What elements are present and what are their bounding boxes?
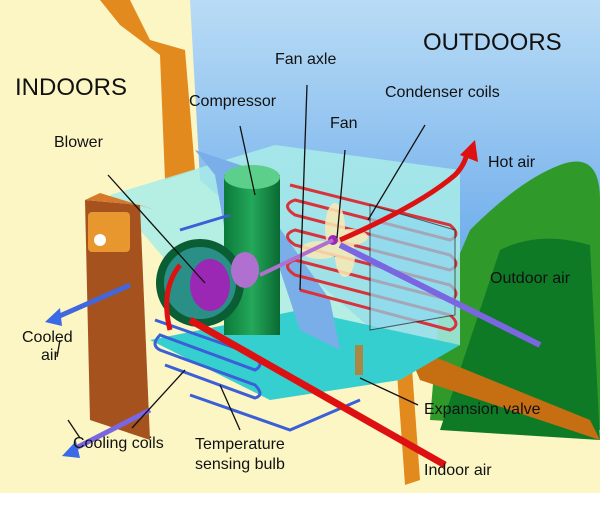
control-knob <box>94 234 106 246</box>
indoor-panel <box>85 200 150 440</box>
condenser-coils <box>286 183 458 332</box>
cooled-air-arrow-top <box>53 282 132 321</box>
condenser-grille <box>369 204 456 331</box>
outdoor-air-arrow <box>338 242 542 348</box>
hot-air-arrow <box>338 149 471 243</box>
label-hot-air: Hot air <box>488 154 536 171</box>
label-cooled-air-1: Cooled <box>22 329 73 346</box>
label-temp-bulb-2: sensing bulb <box>195 456 285 473</box>
control-panel <box>88 212 130 252</box>
wall-ledge <box>405 345 600 440</box>
label-condenser-coils: Condenser coils <box>385 84 500 101</box>
expansion-valve <box>355 345 363 375</box>
leader-lines <box>56 84 426 439</box>
label-expansion-valve: Expansion valve <box>424 401 541 418</box>
label-cooling-coils: Cooling coils <box>73 435 164 452</box>
label-outdoors: OUTDOORS <box>423 29 562 56</box>
wall-top <box>100 0 195 180</box>
label-temp-bulb-1: Temperature <box>195 436 285 453</box>
label-indoor-air: Indoor air <box>424 462 492 479</box>
indoor-air-arrow <box>188 316 447 469</box>
label-fan-axle: Fan axle <box>275 51 336 68</box>
label-compressor: Compressor <box>189 93 277 110</box>
cooled-air-arrow-bottom <box>70 407 152 453</box>
fan-axle <box>259 238 334 277</box>
label-fan: Fan <box>330 115 358 132</box>
label-indoors: INDOORS <box>15 74 127 101</box>
label-outdoor-air: Outdoor air <box>490 270 571 287</box>
label-cooled-air-2: air <box>41 347 59 364</box>
label-blower: Blower <box>54 134 104 151</box>
